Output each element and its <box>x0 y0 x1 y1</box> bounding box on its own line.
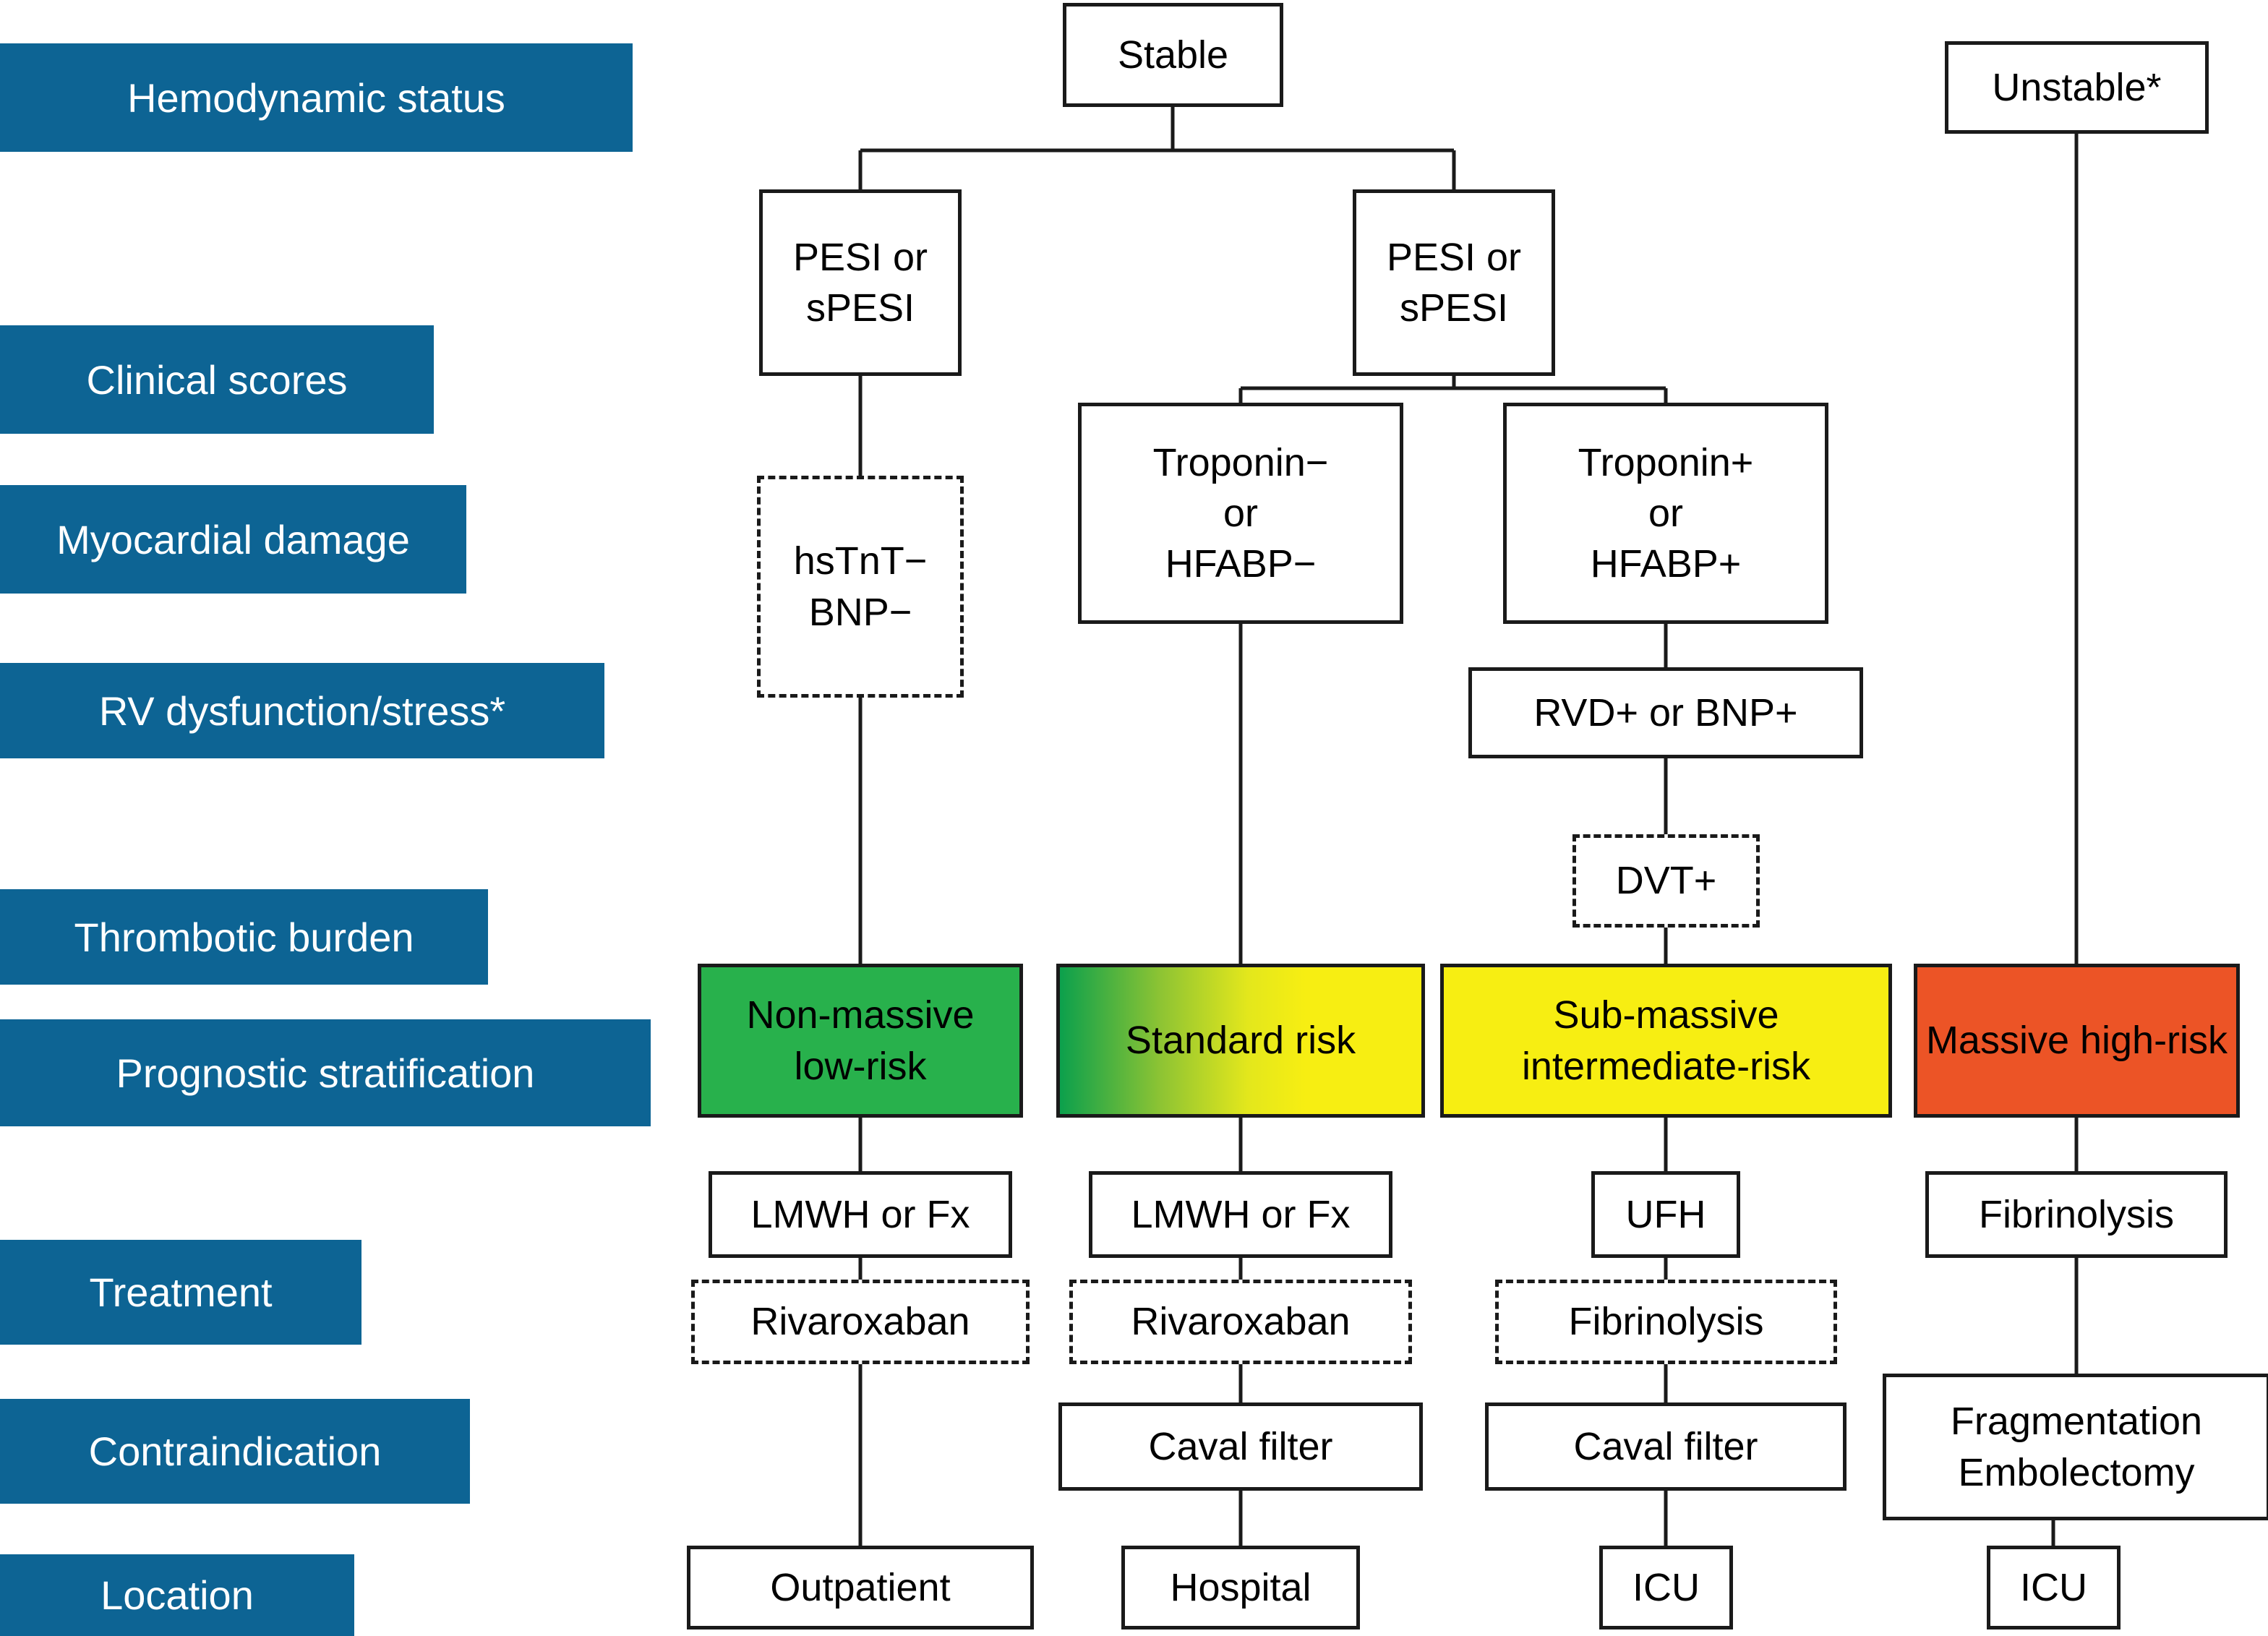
row-label-prognostic-stratification: Prognostic stratification <box>0 1019 651 1126</box>
node-stable: Stable <box>1063 3 1283 107</box>
node-hstnt-bnp-negative: hsTnT− BNP− <box>757 476 964 698</box>
node-icu-2: ICU <box>1987 1546 2121 1629</box>
node-ufh: UFH <box>1591 1171 1740 1258</box>
node-hospital: Hospital <box>1121 1546 1360 1629</box>
row-label-myocardial-damage: Myocardial damage <box>0 485 466 594</box>
node-pesi-right: PESI or sPESI <box>1353 189 1555 376</box>
node-standard-risk: Standard risk <box>1056 964 1425 1118</box>
node-rivaroxaban-1: Rivaroxaban <box>691 1280 1030 1364</box>
node-caval-filter-1: Caval filter <box>1058 1402 1423 1491</box>
node-fibrinolysis-treatment: Fibrinolysis <box>1925 1171 2228 1258</box>
node-outpatient: Outpatient <box>687 1546 1034 1629</box>
node-fragmentation-embolectomy: Fragmentation Embolectomy <box>1883 1374 2268 1520</box>
node-pesi-left: PESI or sPESI <box>759 189 962 376</box>
row-label-clinical-scores: Clinical scores <box>0 325 434 434</box>
node-caval-filter-2: Caval filter <box>1485 1402 1847 1491</box>
row-label-contraindication: Contraindication <box>0 1399 470 1504</box>
node-unstable: Unstable* <box>1945 41 2209 134</box>
row-label-rv-dysfunction-stress: RV dysfunction/stress* <box>0 663 604 758</box>
row-label-location: Location <box>0 1554 354 1636</box>
node-dvt-positive: DVT+ <box>1572 834 1760 928</box>
node-lmwh-or-fx-1: LMWH or Fx <box>709 1171 1012 1258</box>
node-fibrinolysis-alternative: Fibrinolysis <box>1495 1280 1837 1364</box>
node-lmwh-or-fx-2: LMWH or Fx <box>1089 1171 1392 1258</box>
row-label-hemodynamic-status: Hemodynamic status <box>0 43 633 152</box>
node-troponin-positive: Troponin+ or HFABP+ <box>1503 403 1828 624</box>
node-rivaroxaban-2: Rivaroxaban <box>1069 1280 1412 1364</box>
node-sub-massive-intermediate-risk: Sub-massive intermediate-risk <box>1440 964 1892 1118</box>
node-troponin-negative: Troponin− or HFABP− <box>1078 403 1403 624</box>
node-rvd-or-bnp-positive: RVD+ or BNP+ <box>1468 667 1863 758</box>
node-non-massive-low-risk: Non-massive low-risk <box>698 964 1023 1118</box>
row-label-treatment: Treatment <box>0 1240 361 1345</box>
node-massive-high-risk: Massive high-risk <box>1914 964 2240 1118</box>
node-icu-1: ICU <box>1599 1546 1733 1629</box>
row-label-thrombotic-burden: Thrombotic burden <box>0 889 488 985</box>
